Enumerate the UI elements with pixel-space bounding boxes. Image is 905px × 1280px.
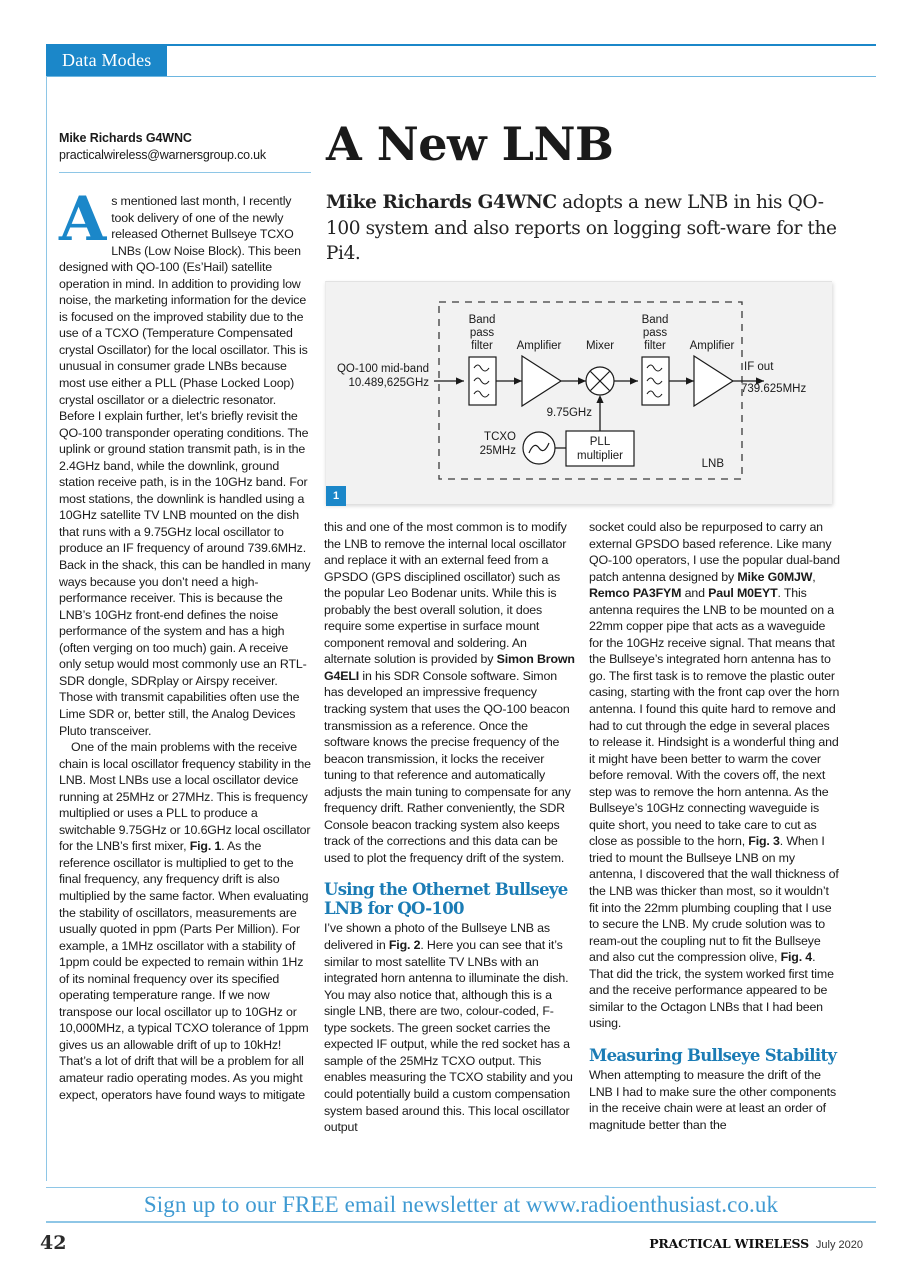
figure-label-pll-line2: multiplier	[577, 450, 623, 462]
standfirst: Mike Richards G4WNC adopts a new LNB in …	[326, 190, 838, 267]
figure-label-amp2: Amplifier	[690, 340, 735, 352]
bandpass-filter-2	[641, 356, 670, 406]
col1-para-2-c: . As the reference oscillator is multipl…	[59, 839, 309, 1102]
figure-label-bpf2-line1: Band	[642, 314, 669, 326]
figure-label-amp1: Amplifier	[517, 340, 562, 352]
lnb-enclosure-boundary	[438, 301, 743, 480]
col3-para-1-c: ,	[812, 569, 816, 584]
col1-para-2: One of the main problems with the receiv…	[59, 739, 311, 1103]
col2-para-2-a: I’ve shown a photo of the Bullseye LNB a…	[324, 921, 550, 953]
col3-para-1-i: . When I tried to mount the Bullseye LNB…	[589, 834, 839, 965]
figure-label-bpf2-line3: filter	[644, 340, 666, 352]
col3-para-1-e: and	[681, 586, 709, 601]
col3-para-2: When attempting to measure the drift of …	[589, 1067, 837, 1132]
col2-para-2: I’ve shown a photo of the Bullseye LNB a…	[324, 920, 576, 1135]
byline: Mike Richards G4WNC practicalwireless@wa…	[59, 130, 311, 173]
bandpass-filter-1	[468, 356, 497, 406]
col2-para-2-c: . Here you can see that it’s similar to …	[324, 938, 573, 1135]
col3-figref-4: Fig. 4	[780, 950, 813, 965]
figure-label-output-line2: 739.625MHz	[741, 383, 806, 395]
figure-label-output-line1: IF out	[744, 361, 774, 373]
body-column-3: socket could also be repurposed to carry…	[589, 519, 841, 1133]
masthead-top-rule	[46, 44, 876, 46]
figure-lnb-block-diagram: QO-100 mid-band 10.489,625GHz Band pass …	[325, 281, 832, 506]
col1-figref-1: Fig. 1	[189, 839, 222, 854]
subhead-measuring-stability: Measuring Bullseye Stability	[589, 1045, 837, 1065]
col1-para-2-a: One of the main problems with the receiv…	[59, 740, 311, 854]
magazine-name: PRACTICAL WIRELESS	[649, 1236, 809, 1251]
body-column-2: this and one of the most common is to mo…	[324, 519, 576, 1136]
section-tab: Data Modes	[46, 44, 168, 76]
figure-label-bpf1-line3: filter	[471, 340, 493, 352]
figure-label-tcxo-line1: TCXO	[484, 431, 516, 443]
col3-figref-3: Fig. 3	[748, 834, 780, 849]
issue-date: July 2020	[815, 1239, 863, 1251]
byline-email: practicalwireless@warnersgroup.co.uk	[59, 148, 266, 162]
colophon: PRACTICAL WIRELESS July 2020	[649, 1236, 863, 1251]
figure-label-bpf2-line2: pass	[643, 327, 668, 339]
figure-label-lo-freq: 9.75GHz	[547, 407, 593, 419]
col3-para-1-a: socket could also be repurposed to carry…	[589, 520, 840, 584]
col3-para-1-k: . That did the trick, the system worked …	[589, 950, 834, 1031]
masthead-bottom-rule	[46, 76, 876, 77]
figure-label-pll-line1: PLL	[590, 436, 611, 448]
block-diagram-svg: QO-100 mid-band 10.489,625GHz Band pass …	[337, 301, 806, 480]
pll-multiplier	[565, 430, 635, 467]
byline-author: Mike Richards G4WNC	[59, 131, 192, 145]
figure-label-mixer: Mixer	[586, 340, 614, 352]
standfirst-text: adopts a new LNB in his QO-100 system an…	[326, 192, 837, 264]
col3-para-1: socket could also be repurposed to carry…	[589, 519, 841, 1032]
newsletter-promo-bar[interactable]: Sign up to our FREE email newsletter at …	[46, 1187, 876, 1223]
masthead: Data Modes	[46, 44, 876, 77]
col2-figref-2: Fig. 2	[388, 938, 421, 953]
col2-para-1-c: in his SDR Console software. Simon has d…	[324, 668, 571, 865]
left-margin-rule	[46, 76, 47, 1181]
col3-name-paul: Paul M0EYT	[708, 586, 778, 601]
col3-name-mike: Mike G0MJW	[737, 569, 813, 584]
byline-rule	[59, 172, 311, 173]
col3-para-1-g: . This antenna requires the LNB to be mo…	[589, 586, 840, 849]
figure-label-input-line2: 10.489,625GHz	[348, 377, 429, 389]
figure-label-bpf1-line1: Band	[469, 314, 496, 326]
page-number: 42	[40, 1232, 67, 1254]
col1-para-1-text: s mentioned last month, I recently took …	[59, 194, 311, 738]
col2-para-1-a: this and one of the most common is to mo…	[324, 520, 567, 667]
col2-name-simon-brown: Simon Brown G4ELI	[324, 652, 575, 683]
figure-label-tcxo-line2: 25MHz	[480, 445, 517, 457]
standfirst-author: Mike Richards G4WNC	[326, 192, 557, 213]
subhead-using-bullseye: Using the Othernet Bullseye LNB for QO-1…	[324, 880, 568, 919]
figure-number-badge: 1	[326, 486, 346, 506]
col3-name-remco: Remco PA3FYM	[589, 586, 682, 601]
col2-para-1: this and one of the most common is to mo…	[324, 519, 576, 866]
drop-cap: A	[59, 184, 107, 255]
newsletter-promo-text: Sign up to our FREE email newsletter at …	[143, 1191, 779, 1217]
page-title: A New LNB	[326, 117, 614, 171]
amplifier-1	[521, 354, 563, 408]
amplifier-2	[693, 354, 735, 408]
figure-label-bpf1-line2: pass	[470, 327, 495, 339]
figure-label-enclosure: LNB	[702, 458, 725, 470]
figure-label-input-line1: QO-100 mid-band	[337, 363, 429, 375]
